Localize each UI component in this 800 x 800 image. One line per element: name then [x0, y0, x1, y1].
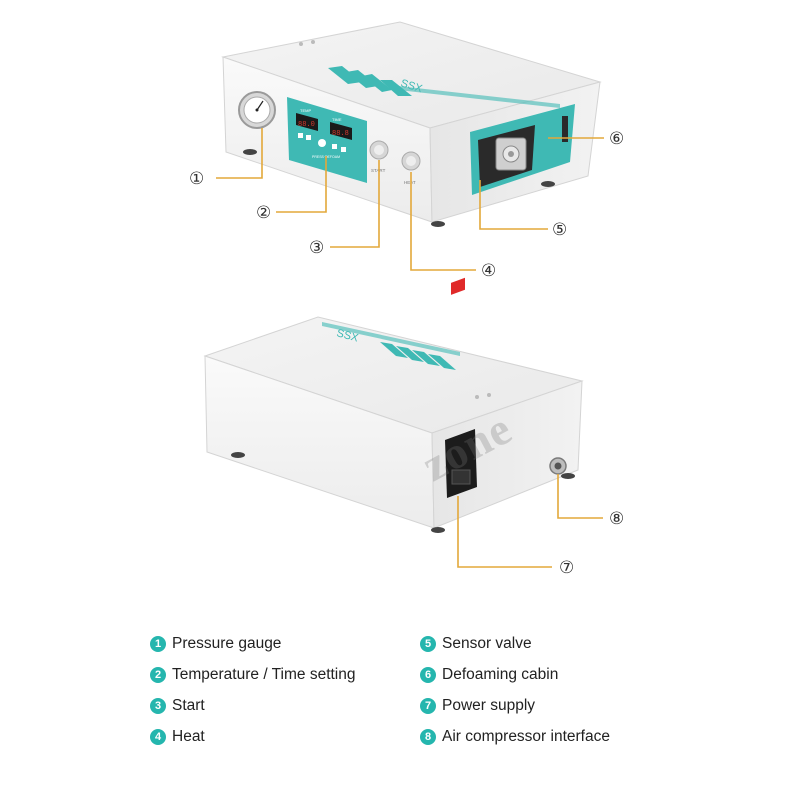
brand-text: SSX	[335, 327, 360, 344]
leader-5	[479, 180, 548, 230]
callout-3: ③	[309, 238, 324, 257]
power-button[interactable]	[318, 139, 326, 147]
leader-1	[216, 128, 263, 179]
legend-label: Heat	[172, 728, 205, 745]
legend-number: 5	[420, 636, 436, 652]
device-foot	[561, 473, 575, 479]
device-foot	[431, 221, 445, 227]
time-label: TIME	[332, 117, 342, 122]
legend-number: 4	[150, 729, 166, 745]
screw	[475, 395, 479, 399]
legend-label: Sensor valve	[442, 635, 532, 652]
heat-button[interactable]: HEAT	[401, 151, 421, 185]
device-foot	[243, 149, 257, 155]
leader-3	[330, 160, 380, 248]
pressure-gauge	[238, 91, 276, 129]
device-back-face	[431, 380, 583, 529]
air-compressor-interface	[549, 457, 567, 475]
legend-label: Defoaming cabin	[442, 666, 559, 683]
legend-number: 2	[150, 667, 166, 683]
legend-label: Start	[172, 697, 205, 714]
callout-numbers: ① ② ③ ④ ⑤ ⑥ ⑦ ⑧	[189, 129, 624, 577]
device-foot	[431, 527, 445, 533]
legend: 1 Pressure gauge 2 Temperature / Time se…	[150, 632, 670, 762]
callout-8: ⑧	[609, 509, 624, 528]
device-foot	[541, 181, 555, 187]
callout-6: ⑥	[609, 129, 624, 148]
temp-display	[296, 113, 318, 131]
legend-label: Temperature / Time setting	[172, 666, 356, 683]
legend-item: 1 Pressure gauge	[150, 632, 281, 656]
device-front-view: SSX TEMP TIME 88.0 88.8 PRESS·DEFOAM	[221, 21, 602, 227]
leader-4	[410, 172, 476, 271]
callout-leaders	[216, 128, 604, 568]
legend-number: 6	[420, 667, 436, 683]
legend-label: Power supply	[442, 697, 536, 714]
defoaming-cabin	[470, 104, 575, 195]
leader-7	[457, 496, 552, 568]
legend-number: 7	[420, 698, 436, 714]
legend-item: 6 Defoaming cabin	[420, 663, 558, 687]
power-socket	[451, 469, 471, 485]
device-foot	[231, 452, 245, 458]
brand-stripes	[328, 66, 560, 108]
legend-item: 4 Heat	[150, 725, 205, 749]
heat-label: HEAT	[404, 180, 416, 185]
set-button-2[interactable]	[341, 147, 346, 152]
down-button[interactable]	[332, 144, 337, 149]
brand-stripes	[322, 322, 460, 370]
callout-5: ⑤	[552, 220, 567, 239]
screw	[299, 42, 303, 46]
legend-label: Pressure gauge	[172, 635, 282, 652]
time-display-value: 88.8	[332, 130, 349, 138]
up-button[interactable]	[306, 135, 311, 140]
legend-item: 7 Power supply	[420, 694, 535, 718]
legend-item: 5 Sensor valve	[420, 632, 532, 656]
callout-1: ①	[189, 169, 204, 188]
legend-number: 3	[150, 698, 166, 714]
leader-8	[557, 474, 603, 519]
callout-7: ⑦	[559, 558, 574, 577]
legend-number: 1	[150, 636, 166, 652]
control-panel: TEMP TIME 88.0 88.8 PRESS·DEFOAM	[287, 97, 367, 183]
temp-display-value: 88.0	[298, 121, 315, 129]
leader-2	[276, 156, 327, 213]
legend-item: 8 Air compressor interface	[420, 725, 610, 749]
screw	[311, 40, 315, 44]
callout-4: ④	[481, 261, 496, 280]
power-switch[interactable]	[451, 277, 465, 295]
set-button[interactable]	[298, 133, 303, 138]
temp-label: TEMP	[300, 108, 311, 113]
power-supply	[445, 277, 477, 498]
callout-2: ②	[256, 203, 271, 222]
legend-number: 8	[420, 729, 436, 745]
screw	[487, 393, 491, 397]
legend-label: Air compressor interface	[442, 728, 610, 745]
legend-item: 2 Temperature / Time setting	[150, 663, 356, 687]
time-display	[330, 122, 352, 140]
legend-item: 3 Start	[150, 694, 205, 718]
device-rear-view: SSX	[203, 277, 584, 533]
